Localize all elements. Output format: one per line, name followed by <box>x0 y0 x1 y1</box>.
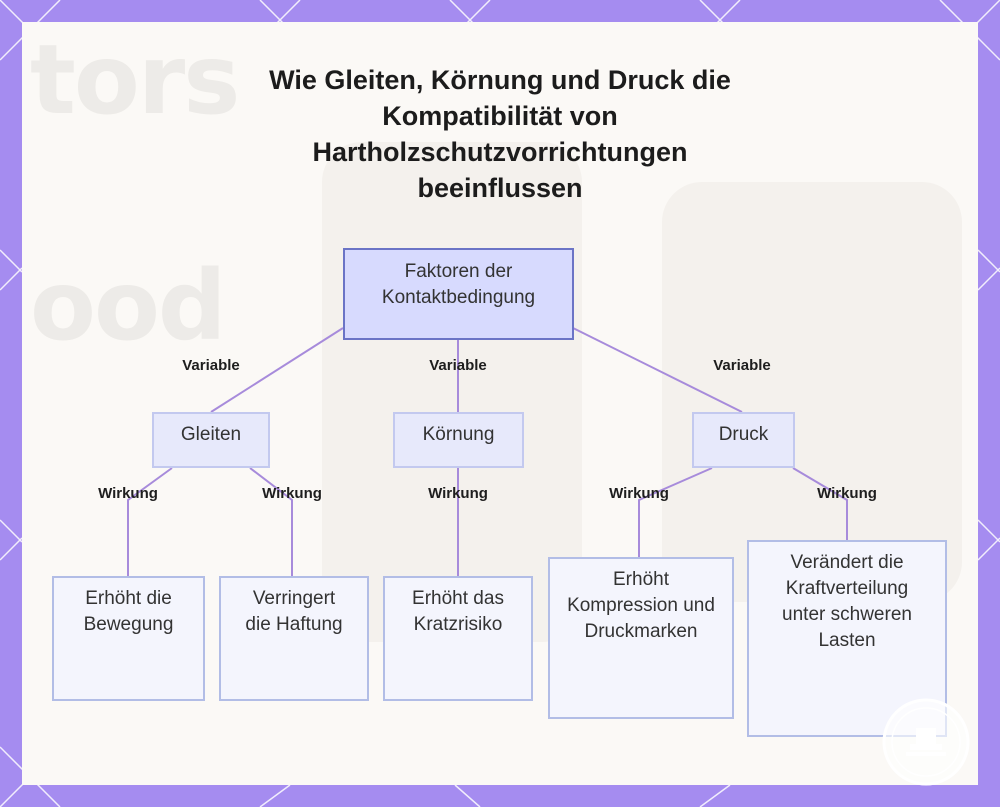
edge-label-variable: Variable <box>429 357 487 374</box>
edge-druck-effect-5 <box>792 467 848 540</box>
edge-druck-effect-4 <box>638 467 713 557</box>
edge-label-wirkung: Wirkung <box>609 485 669 502</box>
edge-label-variable: Variable <box>182 357 240 374</box>
background-word: tors <box>30 24 240 136</box>
edge-label-wirkung: Wirkung <box>428 485 488 502</box>
factor-node-gleiten: Gleiten <box>152 412 270 468</box>
edge-label-wirkung: Wirkung <box>262 485 322 502</box>
edge-root-druck <box>572 327 743 413</box>
root-node: Faktoren der Kontaktbedingung <box>343 248 574 340</box>
edge-label-variable: Variable <box>713 357 771 374</box>
edge-gleiten-effect-2 <box>249 467 293 576</box>
edge-label-wirkung: Wirkung <box>98 485 158 502</box>
factor-node-druck: Druck <box>692 412 795 468</box>
factor-node-koernung: Körnung <box>393 412 524 468</box>
effect-node-3: Erhöht das Kratzrisiko <box>383 576 533 701</box>
effect-node-2: Verringert die Haftung <box>219 576 369 701</box>
background-word: ood <box>30 250 227 362</box>
edge-gleiten-effect-1 <box>127 467 173 576</box>
effect-node-4: Erhöht Kompression und Druckmarken <box>548 557 734 719</box>
edge-label-wirkung: Wirkung <box>817 485 877 502</box>
edge-root-gleiten <box>210 327 344 413</box>
diagram-title: Wie Gleiten, Körnung und Druck die Kompa… <box>269 65 731 203</box>
background-shape <box>662 182 962 602</box>
watermark-seal <box>882 698 970 786</box>
effect-node-1: Erhöht die Bewegung <box>52 576 205 701</box>
background-shape <box>322 142 582 642</box>
